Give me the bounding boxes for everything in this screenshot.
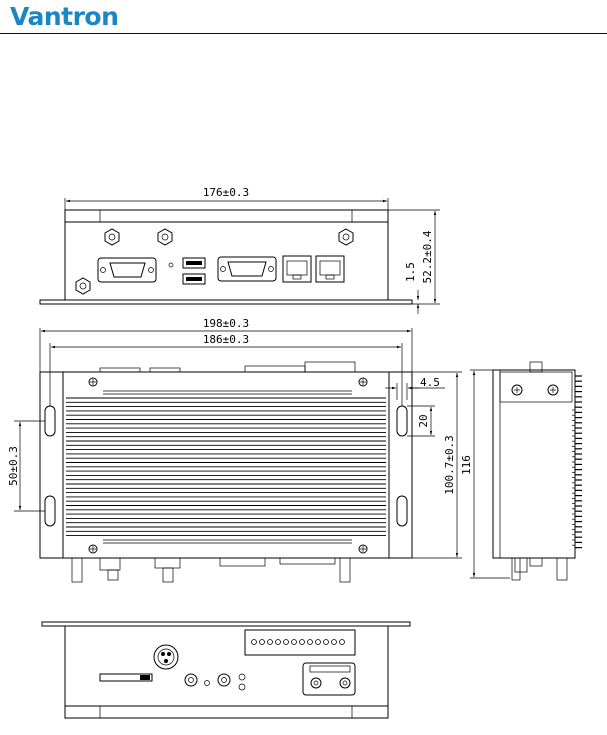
front-height-label: 52.2±0.4 <box>421 230 434 283</box>
front-view: 176±0.3 52.2±0.4 1.5 <box>40 186 440 314</box>
side-fins <box>572 376 582 548</box>
overall-width-label: 198±0.3 <box>203 317 249 330</box>
usb-port-icon <box>183 258 205 284</box>
front-width-label: 176±0.3 <box>203 186 249 199</box>
dual-connector-icon <box>303 663 355 695</box>
heatsink-fins <box>66 391 386 543</box>
slot-offset-label: 4.5 <box>420 376 440 389</box>
terminal-block-icon <box>245 630 355 655</box>
audio-jack-icon <box>185 674 230 686</box>
slot-spacing-label: 50±0.3 <box>7 446 20 486</box>
slot-length-label: 20 <box>417 414 430 427</box>
hole-spacing-label: 186±0.3 <box>203 333 249 346</box>
serial-port-icon <box>98 258 156 282</box>
rear-view <box>42 622 410 718</box>
power-jack-icon <box>154 645 178 669</box>
depth-label: 116 <box>460 455 473 475</box>
top-view: 198±0.3 186±0.3 4.5 20 100.7±0.3 50±0.3 <box>7 317 462 582</box>
front-offset-label: 1.5 <box>404 262 417 282</box>
side-view: 116 <box>460 362 582 580</box>
vga-port-icon <box>218 257 276 281</box>
ethernet-port-icon <box>283 256 344 282</box>
vertical-pitch-label: 100.7±0.3 <box>443 435 456 495</box>
